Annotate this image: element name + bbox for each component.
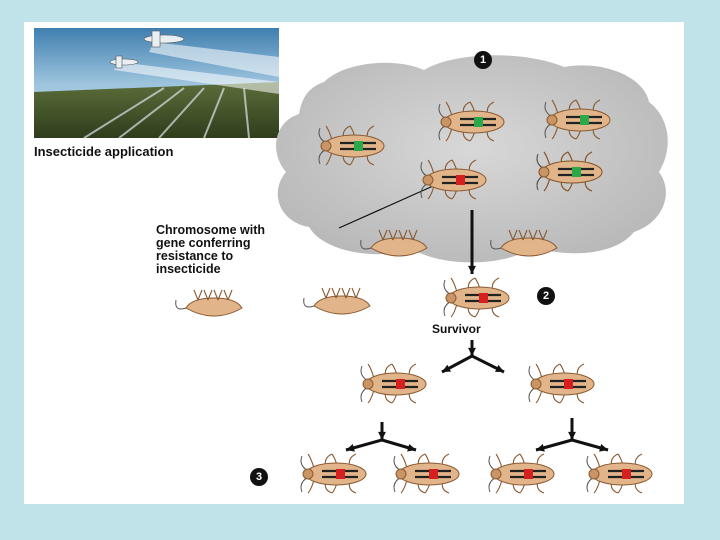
step-3-badge: 3 <box>250 468 268 486</box>
survivor-label: Survivor <box>432 322 481 336</box>
diagram-canvas <box>34 28 668 494</box>
arrow-gen2a-left <box>345 438 383 452</box>
dead-beetle-3 <box>175 289 243 317</box>
photo-caption: Insecticide application <box>34 144 174 159</box>
step-2-badge: 2 <box>537 287 555 305</box>
airplane-icon <box>109 30 185 69</box>
gene-marker <box>456 175 465 185</box>
dead-beetle-1 <box>360 229 428 257</box>
gene-marker <box>572 167 581 177</box>
offspring-gen2-1 <box>360 363 427 404</box>
beetle-in-cloud-5 <box>536 151 603 192</box>
chromosome-label: Chromosome with gene conferring resistan… <box>156 224 356 276</box>
gene-marker <box>564 379 573 389</box>
step-1-badge: 1 <box>474 51 492 69</box>
arrow-selection <box>468 210 476 274</box>
gene-marker <box>479 293 488 303</box>
survivor-beetle <box>443 277 510 318</box>
chromosome-label-line-1: Chromosome with <box>156 223 266 237</box>
arrow-gen2a-right <box>381 438 417 452</box>
slide: Insecticide application Chromosome with … <box>24 22 684 504</box>
arrow-gen2a-stem <box>378 422 386 440</box>
offspring-gen3-4 <box>586 453 653 494</box>
beetle-in-cloud-6 <box>420 159 487 200</box>
chromosome-label-line-4: insecticide <box>156 262 221 276</box>
arrow-gen2b-left <box>535 438 573 452</box>
insecticide-photo <box>34 28 279 139</box>
offspring-gen3-3 <box>488 453 555 494</box>
offspring-gen2-2 <box>528 363 595 404</box>
arrow-survivor-stem <box>468 340 476 356</box>
arrows <box>345 210 609 452</box>
gene-marker <box>336 469 345 479</box>
chromosome-label-line-3: resistance to <box>156 249 234 263</box>
gene-marker <box>622 469 631 479</box>
label-leader-line <box>338 181 443 229</box>
offspring-gen3-1 <box>300 453 367 494</box>
beetles <box>175 99 653 494</box>
gene-marker <box>474 117 483 127</box>
arrow-gen2b-right <box>571 438 609 452</box>
offspring-gen3-2 <box>393 453 460 494</box>
arrow-survivor-right <box>471 354 505 374</box>
chromosome-label-line-2: gene conferring <box>156 236 251 250</box>
gene-marker <box>580 115 589 125</box>
gene-marker <box>354 141 363 151</box>
beetle-in-cloud-3 <box>544 99 611 140</box>
beetle-in-cloud-2 <box>438 101 505 142</box>
gene-marker <box>524 469 533 479</box>
dead-beetle-2 <box>490 229 558 257</box>
beetle-in-cloud-1 <box>318 125 385 166</box>
gene-marker <box>429 469 438 479</box>
gene-marker <box>396 379 405 389</box>
arrow-gen2b-stem <box>568 418 576 440</box>
arrow-survivor-left <box>441 354 473 374</box>
dead-beetle-4 <box>303 287 371 315</box>
